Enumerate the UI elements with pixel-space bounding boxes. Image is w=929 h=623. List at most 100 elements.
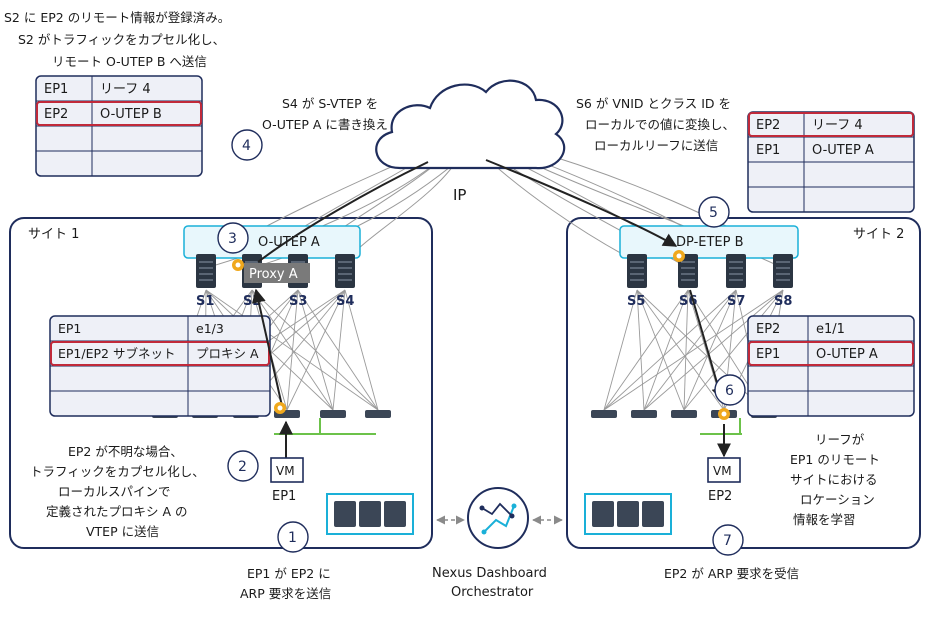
spine-switch-s7 xyxy=(726,254,746,288)
svg-text:S6 が VNID とクラス ID を: S6 が VNID とクラス ID を xyxy=(576,96,731,111)
spine-switch-s8 xyxy=(773,254,793,288)
svg-text:情報を学習: 情報を学習 xyxy=(793,512,856,527)
svg-text:ローカルスパインで: ローカルスパインで xyxy=(58,484,171,499)
svg-text:定義されたプロキシ A の: 定義されたプロキシ A の xyxy=(46,504,188,519)
svg-text:ロケーション: ロケーション xyxy=(800,492,875,507)
vm-ep1-label: VM xyxy=(276,464,295,478)
svg-text:O-UTEP A に書き換え: O-UTEP A に書き換え xyxy=(262,117,388,132)
step7-note: EP2 が ARP 要求を受信 xyxy=(664,566,799,581)
spine-label-s4: S4 xyxy=(336,294,354,309)
svg-text:リーフが: リーフが xyxy=(815,432,865,447)
table-highlight-row xyxy=(748,341,914,366)
site2-frame xyxy=(566,217,921,549)
svg-text:サイトにおける: サイトにおける xyxy=(790,472,878,487)
site2-apic-cluster xyxy=(584,493,672,535)
top-left-note: S2 に EP2 のリモート情報が登録済み。 S2 がトラフィックをカプセル化し… xyxy=(4,10,230,69)
svg-text:5: 5 xyxy=(709,205,718,221)
svg-text:ローカルリーフに送信: ローカルリーフに送信 xyxy=(594,138,718,153)
step-marker-2: 2 xyxy=(227,450,259,482)
step-marker-4: 4 xyxy=(231,129,263,161)
proxy-a-badge xyxy=(244,263,310,283)
step-markers: 1 2 3 4 5 6 7 xyxy=(217,129,746,556)
vm-ep2-box xyxy=(707,457,741,483)
ep1-label: EP1 xyxy=(272,489,296,504)
svg-text:VTEP に送信: VTEP に送信 xyxy=(86,524,159,539)
site2-spines xyxy=(627,254,793,288)
svg-text:S2 がトラフィックをカプセル化し、: S2 がトラフィックをカプセル化し、 xyxy=(18,32,225,47)
svg-text:1: 1 xyxy=(288,530,297,546)
apic-server-icon xyxy=(334,501,356,527)
table-highlight-row xyxy=(50,341,270,366)
table-highlight-row xyxy=(748,112,914,137)
site1-apic-cluster xyxy=(326,493,414,535)
flow-s4-to-cloud xyxy=(257,161,429,263)
table-cell: e1/1 xyxy=(816,322,845,337)
table-cell: EP1 xyxy=(58,321,81,336)
traffic-flow xyxy=(251,159,731,458)
spine-label-s5: S5 xyxy=(627,294,645,309)
svg-text:トラフィックをカプセル化し、: トラフィックをカプセル化し、 xyxy=(30,464,205,479)
site2-label: サイト 2 xyxy=(853,227,904,242)
proxy-a-label: Proxy A xyxy=(249,267,298,282)
gear-icons xyxy=(232,250,730,420)
step-marker-5: 5 xyxy=(698,196,730,228)
ep2-label: EP2 xyxy=(708,489,732,504)
site1-label: サイト 1 xyxy=(28,227,79,242)
gear-icon xyxy=(232,259,244,271)
svg-text:EP2 が ARP 要求を受信: EP2 が ARP 要求を受信 xyxy=(664,566,799,581)
table-cell: EP1 xyxy=(44,82,68,97)
svg-text:ローカルでの値に変換し、: ローカルでの値に変換し、 xyxy=(585,117,735,132)
svg-text:7: 7 xyxy=(723,533,732,549)
svg-text:ARP 要求を送信: ARP 要求を送信 xyxy=(240,586,331,601)
table-cell: O-UTEP A xyxy=(816,347,878,362)
apic-server-icon xyxy=(642,501,664,527)
table-cell: プロキシ A xyxy=(196,346,259,361)
step-marker-6: 6 xyxy=(714,374,746,406)
apic-server-icon xyxy=(617,501,639,527)
svg-text:6: 6 xyxy=(725,383,734,399)
vm-ep2-label: VM xyxy=(713,464,732,478)
svg-text:S2 に EP2 のリモート情報が登録済み。: S2 に EP2 のリモート情報が登録済み。 xyxy=(4,10,230,25)
ndo-label-line2: Orchestrator xyxy=(451,585,534,600)
s4-note: S4 が S-VTEP を O-UTEP A に書き換え xyxy=(262,96,388,132)
apic-server-icon xyxy=(384,501,406,527)
apic-server-icon xyxy=(359,501,381,527)
apic-server-icon xyxy=(592,501,614,527)
gear-icon xyxy=(718,408,730,420)
step-marker-3: 3 xyxy=(217,222,249,254)
svg-text:EP1 が EP2 に: EP1 が EP2 に xyxy=(247,566,331,581)
table-cell: EP2 xyxy=(44,107,68,122)
ndo-label-line1: Nexus Dashboard xyxy=(432,566,547,581)
ndo-logo-icon xyxy=(467,487,529,549)
table-cell: O-UTEP A xyxy=(812,143,874,158)
outep-a-label: O-UTEP A xyxy=(258,235,320,250)
spine-label-s3: S3 xyxy=(289,294,307,309)
spine-label-s7: S7 xyxy=(727,294,745,309)
gear-icon xyxy=(673,250,685,262)
ip-cloud xyxy=(375,79,566,170)
table-cell: リーフ 4 xyxy=(100,82,151,97)
table-cell: EP1 xyxy=(756,143,780,158)
svg-text:S4 が S-VTEP を: S4 が S-VTEP を xyxy=(282,96,378,111)
flow-cloud-to-s6 xyxy=(485,159,678,247)
leaf-switch xyxy=(591,410,617,418)
step1-note: EP1 が EP2 に ARP 要求を送信 xyxy=(240,566,331,601)
site1-fabric-links xyxy=(164,289,379,411)
step-marker-7: 7 xyxy=(712,524,744,556)
spine-label-s8: S8 xyxy=(774,294,792,309)
flow-leaf-to-s2 xyxy=(251,288,283,407)
vm-ep1-box xyxy=(270,457,304,483)
table-cell: e1/3 xyxy=(196,321,224,336)
ip-label: IP xyxy=(453,186,466,204)
svg-text:2: 2 xyxy=(238,459,247,475)
svg-text:EP2 が不明な場合、: EP2 が不明な場合、 xyxy=(68,444,183,459)
step-marker-1: 1 xyxy=(277,521,309,553)
site1-frame xyxy=(9,217,433,549)
table-cell: リーフ 4 xyxy=(812,118,863,133)
spine-switch-s1 xyxy=(196,254,216,288)
spine-switch-s6 xyxy=(678,254,698,288)
